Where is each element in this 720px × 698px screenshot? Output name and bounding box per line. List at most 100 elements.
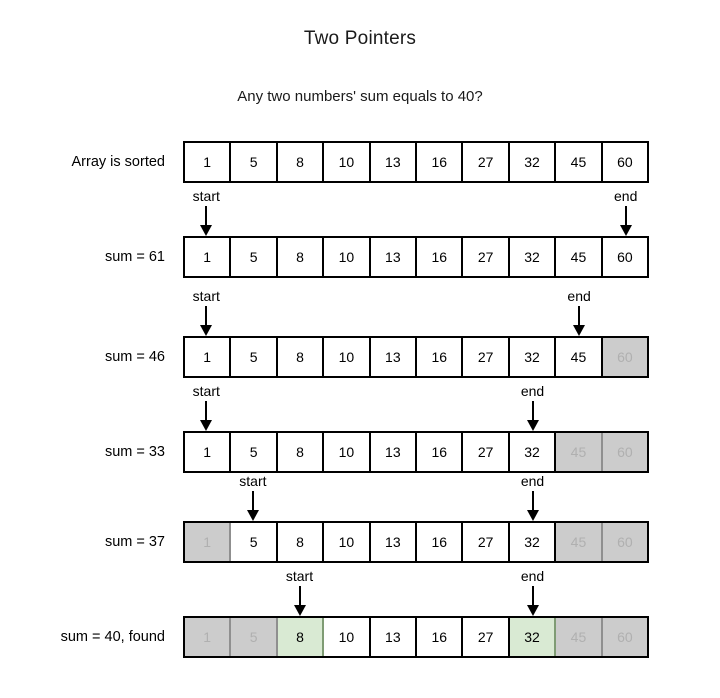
array-cell[interactable]: 16: [417, 338, 464, 376]
start-pointer: start: [171, 288, 241, 336]
array-cell[interactable]: 5: [231, 238, 278, 276]
array-cell[interactable]: 5: [231, 143, 278, 181]
array-cell[interactable]: 60: [602, 338, 648, 376]
array-cell[interactable]: 1: [185, 238, 232, 276]
array-cell[interactable]: 5: [231, 618, 278, 656]
array-cell[interactable]: 8: [277, 238, 325, 276]
array-cell[interactable]: 5: [231, 433, 278, 471]
array-cell[interactable]: 8: [277, 338, 325, 376]
array-cell[interactable]: 10: [324, 238, 371, 276]
end-pointer-label: end: [520, 383, 545, 399]
array-cell[interactable]: 32: [509, 618, 557, 656]
end-pointer: end: [498, 568, 568, 616]
array-cell[interactable]: 8: [277, 143, 325, 181]
down-arrow-icon: [573, 306, 586, 336]
array-cell[interactable]: 16: [417, 523, 464, 561]
down-arrow-icon: [200, 401, 213, 431]
down-arrow-icon: [246, 491, 259, 521]
array-cell[interactable]: 32: [509, 143, 557, 181]
array-cell[interactable]: 5: [231, 338, 278, 376]
array-cell[interactable]: 13: [370, 238, 418, 276]
array-cell[interactable]: 13: [370, 523, 418, 561]
start-pointer-label: start: [285, 568, 314, 584]
end-pointer-label: end: [567, 288, 591, 304]
down-arrow-icon: [526, 401, 539, 431]
step-label: sum = 33: [104, 444, 165, 460]
array-cell[interactable]: 8: [277, 433, 325, 471]
array-cell[interactable]: 32: [509, 238, 557, 276]
array-cell[interactable]: 1: [185, 618, 232, 656]
array-cell[interactable]: 10: [324, 433, 371, 471]
start-pointer-label: start: [192, 188, 220, 204]
down-arrow-icon: [200, 206, 213, 236]
array-cell[interactable]: 16: [417, 238, 464, 276]
array-cell[interactable]: 27: [463, 338, 510, 376]
array-cell[interactable]: 10: [324, 523, 371, 561]
array-cell[interactable]: 1: [185, 143, 232, 181]
step-label: sum = 46: [104, 349, 165, 365]
array-cell[interactable]: 10: [324, 618, 371, 656]
array-cell[interactable]: 45: [556, 618, 603, 656]
array-cell[interactable]: 10: [324, 143, 371, 181]
down-arrow-icon: [200, 306, 213, 336]
end-pointer: end: [498, 473, 568, 521]
array-cell[interactable]: 60: [602, 238, 648, 276]
array-cell[interactable]: 1: [185, 433, 232, 471]
down-arrow-icon: [293, 586, 306, 616]
start-pointer: start: [171, 188, 241, 236]
array-cell[interactable]: 45: [556, 238, 603, 276]
array-cell[interactable]: 5: [231, 523, 278, 561]
array-cell[interactable]: 16: [417, 143, 464, 181]
array-cell[interactable]: 27: [463, 143, 510, 181]
array-cell[interactable]: 27: [463, 238, 510, 276]
step-label: sum = 40, found: [60, 629, 165, 645]
array-cell[interactable]: 32: [509, 433, 557, 471]
array-cell[interactable]: 32: [509, 523, 557, 561]
diagram-subtitle: Any two numbers' sum equals to 40?: [237, 88, 483, 105]
array-cell[interactable]: 60: [602, 523, 648, 561]
array-cell[interactable]: 8: [277, 523, 325, 561]
array-cell[interactable]: 60: [602, 143, 648, 181]
array-cell[interactable]: 45: [556, 143, 603, 181]
array-cell[interactable]: 13: [370, 338, 418, 376]
end-pointer-label: end: [520, 473, 545, 489]
array-cell[interactable]: 27: [463, 433, 510, 471]
array-cell[interactable]: 45: [556, 433, 603, 471]
array-cell[interactable]: 27: [463, 523, 510, 561]
array-cell[interactable]: 13: [370, 143, 418, 181]
array-cell[interactable]: 45: [556, 523, 603, 561]
start-pointer-label: start: [192, 288, 220, 304]
end-pointer-label: end: [614, 188, 638, 204]
end-pointer: end: [498, 383, 568, 431]
start-pointer: start: [218, 473, 288, 521]
array-cell[interactable]: 10: [324, 338, 371, 376]
array-cell[interactable]: 1: [185, 338, 232, 376]
array-cell[interactable]: 45: [556, 338, 603, 376]
array-cell[interactable]: 32: [509, 338, 557, 376]
diagram-title: Two Pointers: [303, 28, 417, 49]
array-cell[interactable]: 8: [277, 618, 325, 656]
start-pointer-label: start: [192, 383, 220, 399]
array-cell[interactable]: 13: [370, 618, 418, 656]
array-cell[interactable]: 60: [602, 618, 648, 656]
array-cell[interactable]: 1: [185, 523, 232, 561]
step-label: sum = 37: [104, 534, 165, 550]
array-cell[interactable]: 27: [463, 618, 510, 656]
down-arrow-icon: [526, 491, 539, 521]
end-pointer-label: end: [520, 568, 545, 584]
array-cell[interactable]: 13: [370, 433, 418, 471]
start-pointer-label: start: [239, 473, 267, 489]
array-cell[interactable]: 16: [417, 433, 464, 471]
array-cell[interactable]: 16: [417, 618, 464, 656]
down-arrow-icon: [526, 586, 539, 616]
array-cell[interactable]: 60: [602, 433, 648, 471]
